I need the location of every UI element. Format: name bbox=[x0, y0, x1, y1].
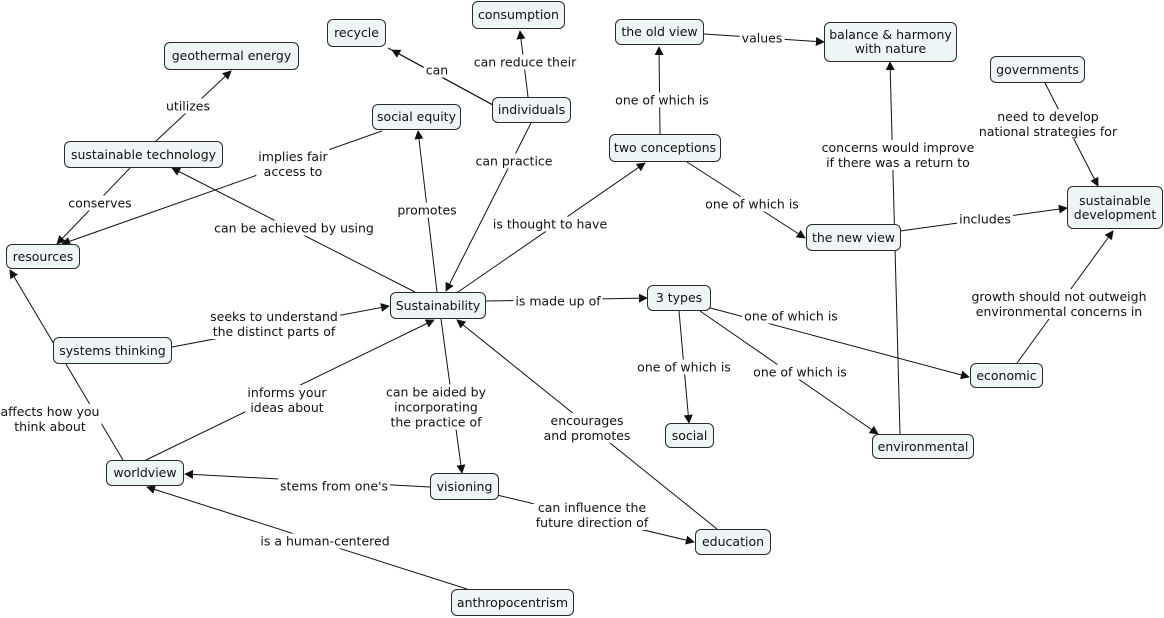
link-label-can-be-aided-by: can be aided by incorporating the practi… bbox=[383, 384, 489, 430]
concept-node-the-old-view[interactable]: the old view bbox=[615, 19, 704, 45]
link-label-conserves: conserves bbox=[66, 195, 134, 211]
concept-node-anthropocentrism[interactable]: anthropocentrism bbox=[451, 589, 574, 616]
link-label-need-to-develop: need to develop national strategies for bbox=[976, 109, 1120, 139]
concept-node-geothermal-energy[interactable]: geothermal energy bbox=[164, 42, 299, 70]
link-label-is-thought-to-have: is thought to have bbox=[490, 216, 610, 232]
concept-node-consumption[interactable]: consumption bbox=[472, 1, 565, 29]
link-label-can: can bbox=[423, 62, 451, 78]
concept-node-social-equity[interactable]: social equity bbox=[372, 104, 461, 130]
concept-node-governments[interactable]: governments bbox=[990, 56, 1085, 83]
link-label-can-reduce-their: can reduce their bbox=[471, 54, 579, 70]
link-label-utilizes: utilizes bbox=[163, 98, 213, 114]
link-label-can-influence: can influence the future direction of bbox=[533, 500, 651, 530]
link-label-seeks-to-understand: seeks to understand the distinct parts o… bbox=[208, 309, 340, 339]
concept-node-the-new-view[interactable]: the new view bbox=[806, 224, 901, 251]
concept-node-recycle[interactable]: recycle bbox=[327, 19, 386, 47]
concept-node-sustainability[interactable]: Sustainability bbox=[390, 292, 486, 319]
link-label-concerns-would-improve: concerns would improve if there was a re… bbox=[819, 140, 977, 170]
connector-line bbox=[445, 122, 532, 292]
link-label-informs-your-ideas: informs your ideas about bbox=[245, 385, 329, 415]
concept-node-social[interactable]: social bbox=[665, 423, 714, 448]
link-label-values: values bbox=[739, 30, 785, 46]
connector-line bbox=[654, 46, 664, 135]
link-label-can-be-achieved-by-using: can be achieved by using bbox=[212, 220, 376, 236]
concept-node-sustainable-technology[interactable]: sustainable technology bbox=[64, 141, 223, 168]
concept-node-systems-thinking[interactable]: systems thinking bbox=[53, 337, 172, 364]
concept-node-balance-harmony[interactable]: balance & harmony with nature bbox=[824, 22, 957, 62]
link-label-encourages-and-promotes: encourages and promotes bbox=[541, 413, 633, 443]
link-label-promotes: promotes bbox=[395, 202, 459, 218]
link-label-one-of-which-is-new: one of which is bbox=[703, 196, 801, 212]
concept-node-worldview[interactable]: worldview bbox=[106, 460, 184, 486]
connector-line bbox=[391, 49, 494, 106]
link-label-growth-should-not: growth should not outweigh environmental… bbox=[969, 289, 1149, 319]
concept-node-two-conceptions[interactable]: two conceptions bbox=[609, 134, 721, 162]
concept-node-three-types[interactable]: 3 types bbox=[647, 285, 711, 311]
concept-node-education[interactable]: education bbox=[695, 529, 771, 555]
link-label-one-of-which-is-economic: one of which is bbox=[742, 308, 840, 324]
link-label-stems-from-ones: stems from one's bbox=[277, 478, 391, 494]
concept-node-individuals[interactable]: individuals bbox=[492, 97, 571, 123]
link-label-is-a-human-centered: is a human-centered bbox=[258, 533, 392, 549]
link-label-is-made-up-of: is made up of bbox=[513, 293, 603, 309]
link-label-one-of-which-is-social: one of which is bbox=[635, 359, 733, 375]
link-label-one-of-which-is-old: one of which is bbox=[613, 92, 711, 108]
connector-line bbox=[9, 269, 124, 461]
concept-node-sustainable-development[interactable]: sustainable development bbox=[1067, 186, 1163, 229]
link-label-one-of-which-is-environmental: one of which is bbox=[751, 364, 849, 380]
concept-node-economic[interactable]: economic bbox=[970, 363, 1043, 388]
link-label-includes: includes bbox=[957, 211, 1013, 227]
concept-node-visioning[interactable]: visioning bbox=[430, 473, 499, 500]
link-label-can-practice: can practice bbox=[473, 153, 555, 169]
concept-node-resources[interactable]: resources bbox=[6, 244, 80, 269]
link-label-affects-how-you-think: affects how you think about bbox=[0, 404, 102, 434]
link-label-implies-fair-access: implies fair access to bbox=[256, 149, 330, 179]
concept-node-environmental[interactable]: environmental bbox=[872, 434, 974, 459]
